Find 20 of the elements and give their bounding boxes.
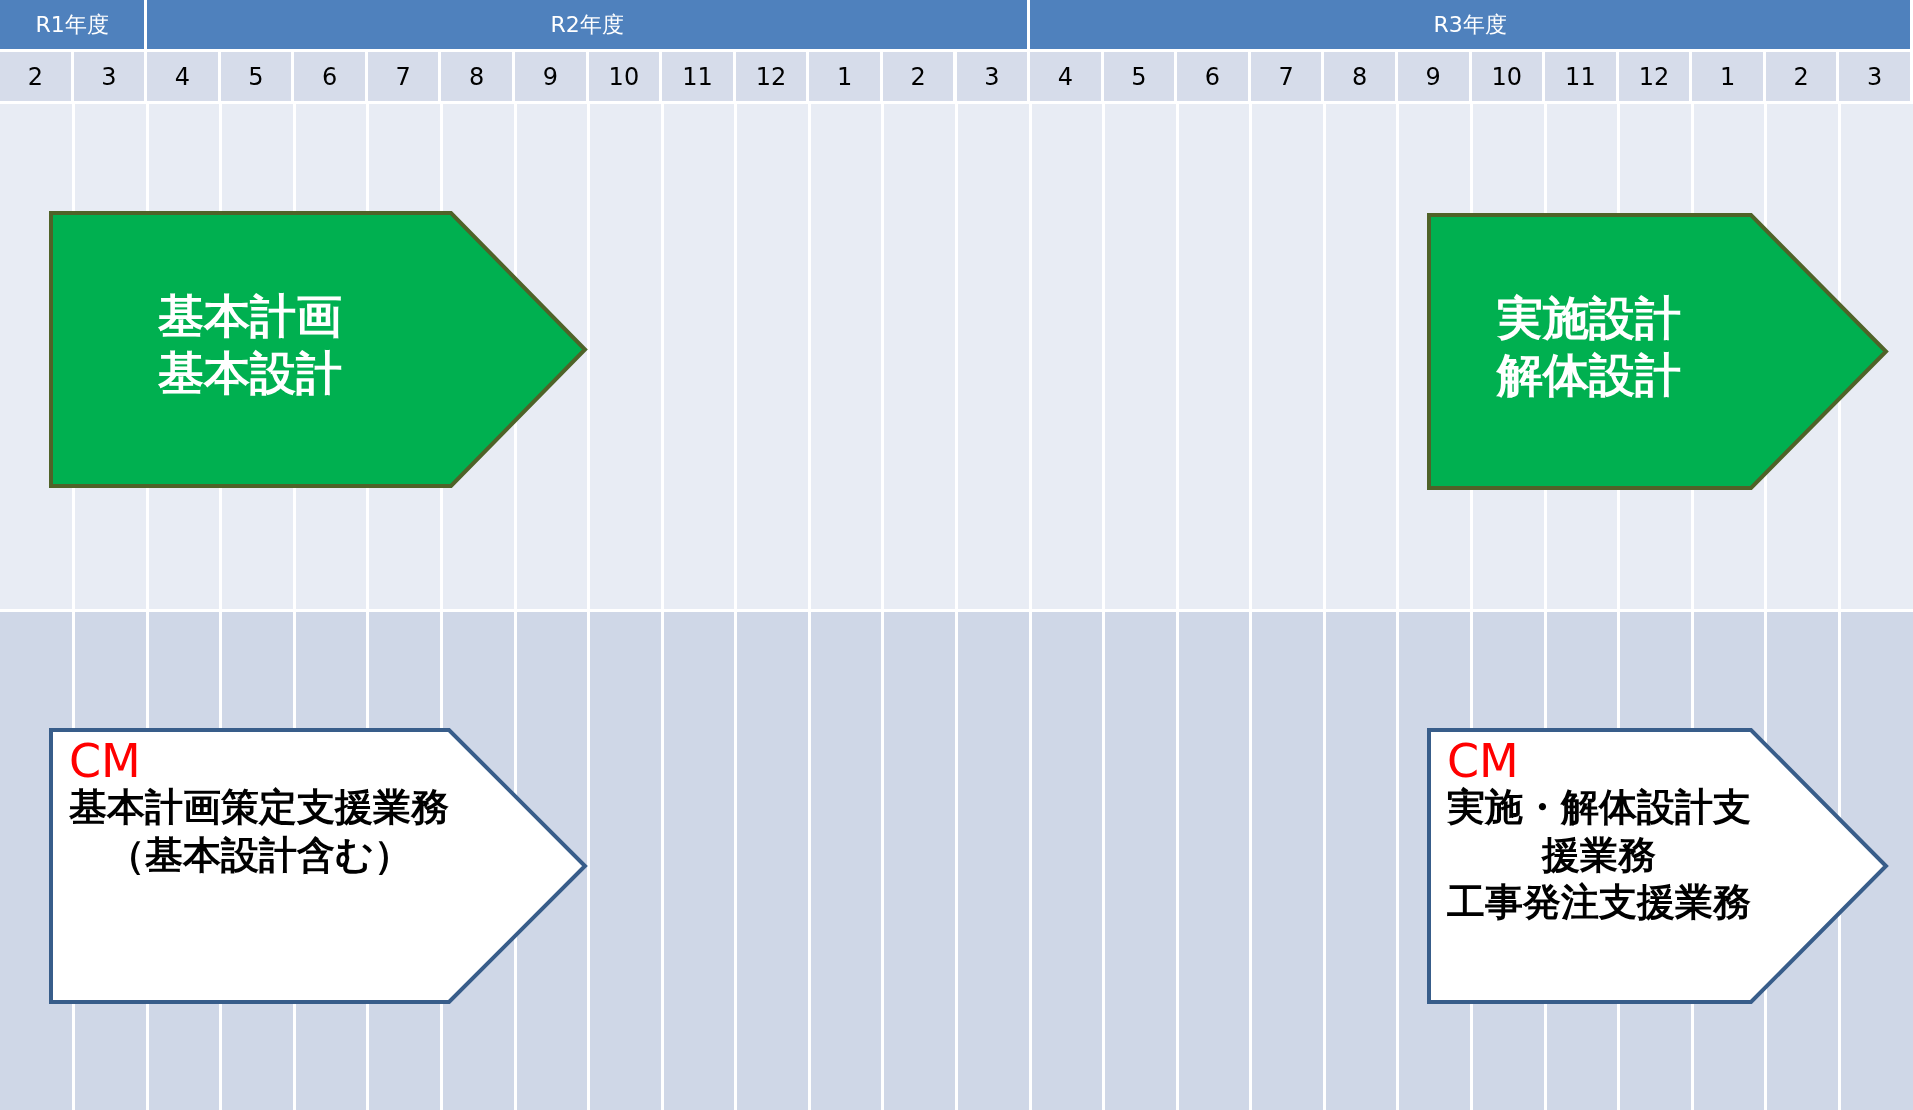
- phase-title: 解体設計: [1495, 347, 1682, 404]
- month-header: 6: [1177, 52, 1251, 104]
- month-header: 8: [441, 52, 515, 104]
- task-description: 工事発注支援業務: [1447, 879, 1751, 926]
- month-header: 6: [294, 52, 368, 104]
- month-header: 1: [809, 52, 883, 104]
- month-header: 9: [1397, 52, 1472, 104]
- month-header: 4: [1030, 52, 1104, 104]
- month-header: 2: [0, 52, 74, 104]
- phase-title: 基本計画: [157, 287, 343, 345]
- month-header: 9: [515, 52, 589, 104]
- month-header: 4: [147, 52, 221, 104]
- phase-title: 実施設計: [1496, 289, 1682, 347]
- month-header: 1: [1692, 52, 1766, 104]
- month-header: 8: [1324, 52, 1398, 104]
- month-header: 11: [662, 52, 736, 104]
- month-header: 11: [1545, 52, 1619, 104]
- phase-title: 基本設計: [157, 345, 343, 402]
- fiscal-year-header: R3年度: [1030, 0, 1913, 52]
- month-header: 3: [1839, 52, 1913, 104]
